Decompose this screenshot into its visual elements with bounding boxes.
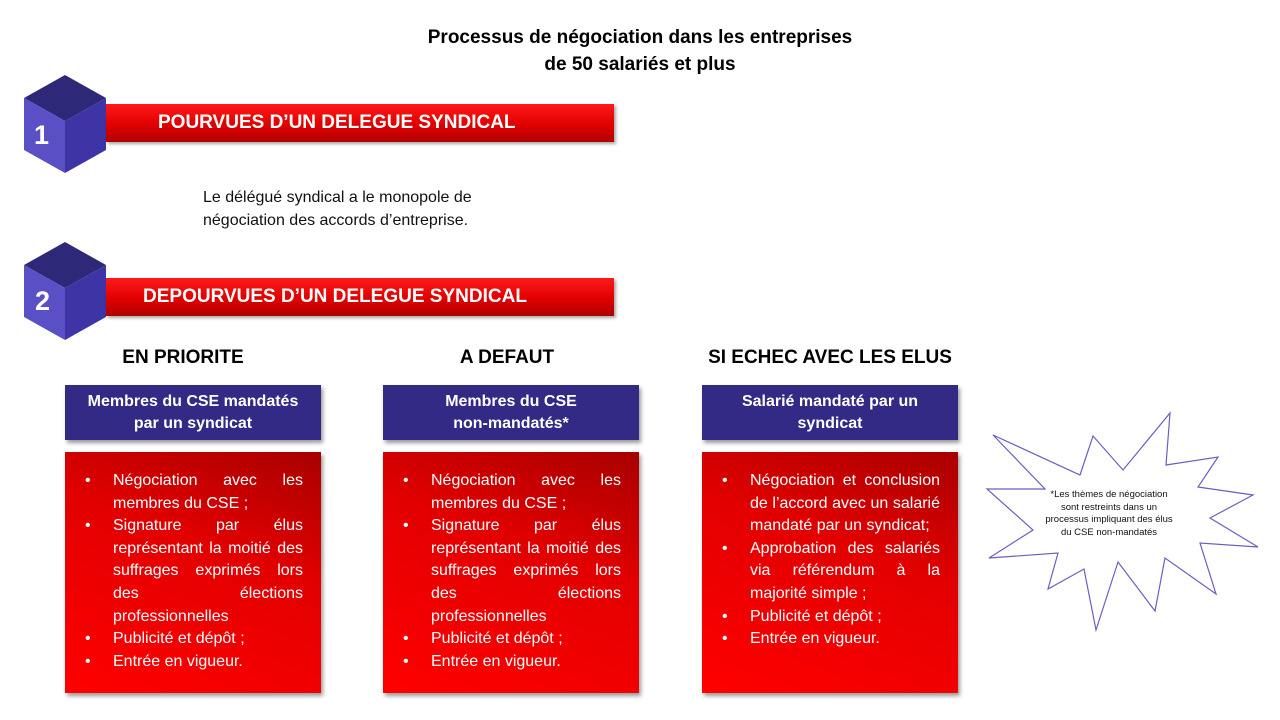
steps-box: Négociation avec les membres du CSE ; Si… [383, 452, 639, 693]
actor-line: Membres du CSE [445, 392, 577, 410]
steps-box: Négociation avec les membres du CSE ; Si… [65, 452, 321, 693]
column-heading: A DEFAUT [459, 347, 555, 368]
cube-icon [24, 75, 106, 173]
actor-line: non-mandatés* [453, 414, 569, 432]
actor-box: Membres du CSE mandatés par un syndicat [65, 385, 321, 440]
step-item: Entrée en vigueur. [722, 628, 940, 651]
note-line: *Les thèmes de négociation [1050, 489, 1168, 500]
actor-line: syndicat [797, 414, 863, 432]
step-item: Négociation avec les membres du CSE ; [85, 470, 303, 515]
banner-label: DEPOURVUES D’UN DELEGUE SYNDICAL [143, 286, 527, 307]
note-line: du CSE non-mandatés [1060, 526, 1158, 538]
section-number: 2 [35, 286, 51, 316]
actor-line: par un syndicat [133, 414, 253, 432]
step-item: Signature par élus représentant la moiti… [85, 515, 303, 628]
section1-banner: POURVUES D’UN DELEGUE SYNDICAL [106, 104, 614, 142]
step-item: Publicité et dépôt ; [722, 606, 940, 629]
step-item: Entrée en vigueur. [85, 651, 303, 674]
description-line: Le délégué syndical a le monopole de [203, 189, 472, 206]
column-heading: SI ECHEC AVEC LES ELUS [708, 347, 952, 368]
column-heading: EN PRIORITE [122, 347, 244, 368]
section1-description: Le délégué syndical a le monopole de nég… [203, 186, 472, 232]
description-line: négociation des accords d’entreprise. [203, 212, 469, 229]
step-item: Approbation des salariés via référendum … [722, 538, 940, 606]
starburst-note: *Les thèmes de négociation sont restrein… [1035, 489, 1183, 539]
step-item: Publicité et dépôt ; [85, 628, 303, 651]
step-item: Négociation et conclusion de l’accord av… [722, 470, 940, 538]
section2-banner: DEPOURVUES D’UN DELEGUE SYNDICAL [106, 278, 614, 316]
step-item: Négociation avec les membres du CSE ; [403, 470, 621, 515]
actor-line: Salarié mandaté par un [741, 392, 919, 410]
steps-box: Négociation et conclusion de l’accord av… [702, 452, 958, 693]
actor-box: Salarié mandaté par un syndicat [702, 385, 958, 440]
actor-line: Membres du CSE mandatés [87, 392, 299, 410]
cube-icon [24, 242, 106, 340]
step-item: Entrée en vigueur. [403, 651, 621, 674]
note-line: sont restreints dans un [1060, 501, 1158, 513]
title-line: de 50 salariés et plus [544, 54, 736, 75]
step-item: Publicité et dépôt ; [403, 628, 621, 651]
page-title: Processus de négociation dans les entrep… [340, 24, 940, 78]
step-item: Signature par élus représentant la moiti… [403, 515, 621, 628]
section-number: 1 [34, 120, 50, 150]
actor-box: Membres du CSE non-mandatés* [383, 385, 639, 440]
banner-label: POURVUES D’UN DELEGUE SYNDICAL [158, 112, 516, 133]
note-line: processus impliquant des élus [1045, 514, 1173, 525]
title-line: Processus de négociation dans les entrep… [427, 27, 853, 48]
